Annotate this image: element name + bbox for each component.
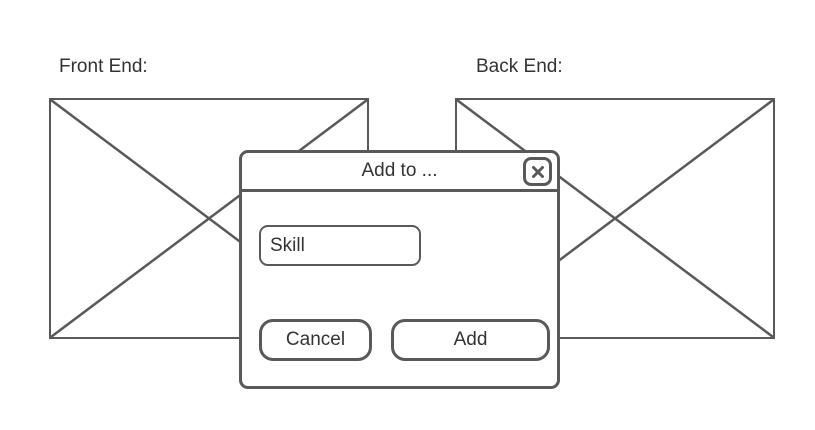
back-end-label: Back End: [476,56,563,77]
close-button[interactable] [523,157,552,186]
skill-input[interactable] [259,225,421,266]
front-end-label: Front End: [59,56,148,77]
add-to-dialog: Add to ... Cancel Add [239,150,560,389]
cancel-button[interactable]: Cancel [259,319,372,361]
dialog-title: Add to ... [361,160,438,181]
add-button[interactable]: Add [391,319,550,361]
close-icon [531,165,544,178]
dialog-titlebar: Add to ... [242,153,557,192]
